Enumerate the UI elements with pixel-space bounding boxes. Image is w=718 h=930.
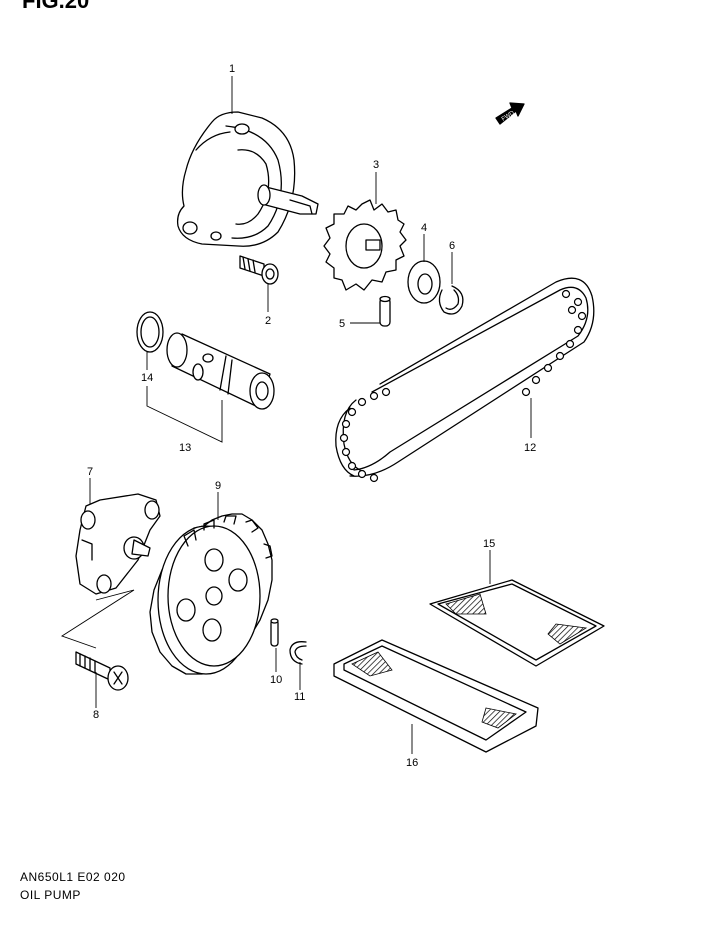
callout-7: 7 <box>87 466 93 478</box>
part-11-e-clip[interactable] <box>289 641 307 665</box>
part-10-dowel-pin[interactable] <box>270 618 279 647</box>
part-12-chain[interactable] <box>335 277 595 483</box>
part-15-strainer-screen[interactable] <box>429 579 605 667</box>
callout-3: 3 <box>373 159 379 171</box>
part-9-gear[interactable] <box>149 513 273 675</box>
callout-16: 16 <box>406 757 418 769</box>
callout-4: 4 <box>421 222 427 234</box>
callout-8: 8 <box>93 709 99 721</box>
part-13-relief-valve[interactable] <box>166 332 275 410</box>
part-3-sprocket[interactable] <box>323 199 407 291</box>
callout-10: 10 <box>270 674 282 686</box>
callout-5: 5 <box>339 318 345 330</box>
part-5-pin[interactable] <box>379 295 391 327</box>
fwd-arrow-icon: FWD <box>495 102 525 125</box>
callout-12: 12 <box>524 442 536 454</box>
callout-9: 9 <box>215 480 221 492</box>
callout-1: 1 <box>229 63 235 75</box>
callout-14: 14 <box>141 372 153 384</box>
part-7-pump-cover[interactable] <box>75 493 161 595</box>
callout-11: 11 <box>294 691 305 703</box>
figure-title: FIG.20 <box>22 0 90 13</box>
footer-model-code: AN650L1 E02 020 <box>20 870 126 884</box>
part-1-pump-housing[interactable] <box>176 111 319 247</box>
part-14-o-ring[interactable] <box>136 311 164 353</box>
part-4-washer[interactable] <box>407 260 441 304</box>
callout-13: 13 <box>179 442 191 454</box>
callout-6: 6 <box>449 240 455 252</box>
part-16-filter-screen[interactable] <box>333 639 539 753</box>
footer-section-title: OIL PUMP <box>20 888 81 902</box>
part-8-screw[interactable] <box>60 589 135 691</box>
part-2-bolt[interactable] <box>239 255 279 285</box>
part-6-circlip[interactable] <box>438 285 464 315</box>
callout-labels: 1 2 3 4 5 6 7 8 9 10 11 12 13 14 15 16 <box>87 63 536 769</box>
leader-lines <box>89 76 532 754</box>
callout-2: 2 <box>265 315 271 327</box>
callout-15: 15 <box>483 538 495 550</box>
